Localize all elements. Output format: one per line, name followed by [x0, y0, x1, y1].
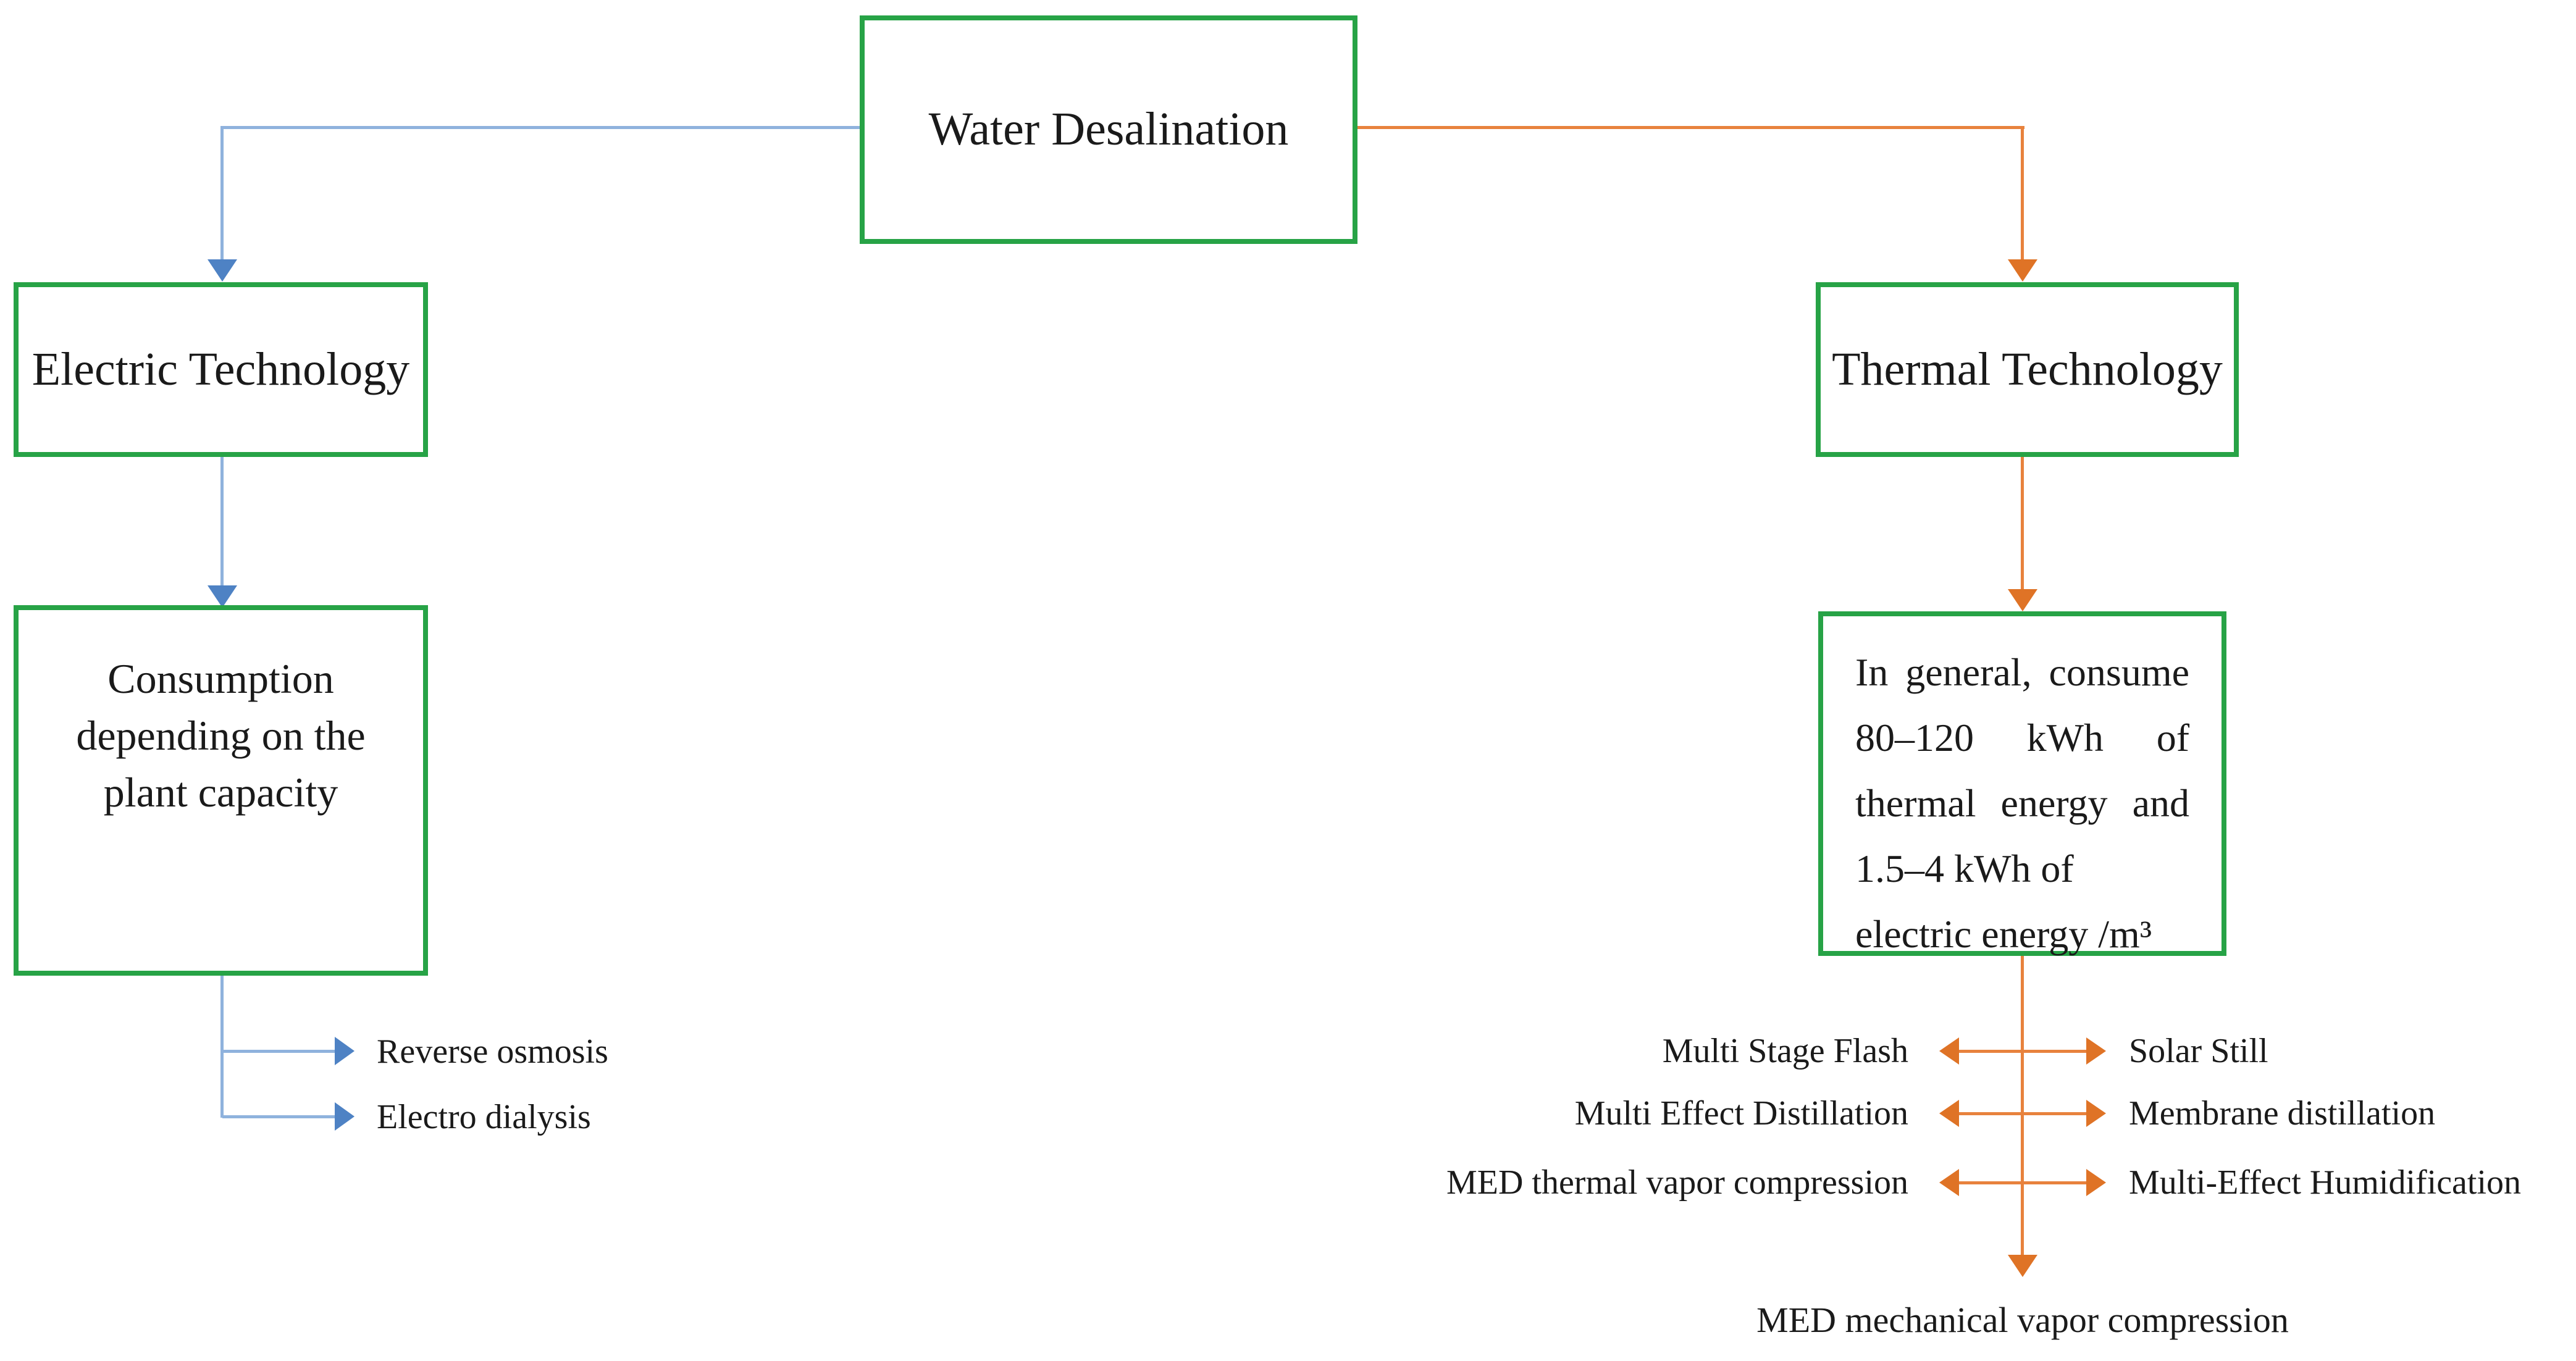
- orange-trunk-below-consumption: [2021, 954, 2024, 1255]
- consumption-label-wrap: Consumption depending on the plant capac…: [19, 610, 423, 971]
- blue-right-arrowhead-electro-dialysis: [335, 1102, 355, 1131]
- blue-stub-electro-dialysis: [222, 1115, 335, 1118]
- leaf-membrane-distillation: Membrane distillation: [2129, 1094, 2436, 1133]
- water-desalination-label: Water Desalination: [928, 103, 1289, 156]
- thermal-consumption-line: thermal energy and: [1855, 781, 2189, 825]
- thermal-consumption-line: 80–120 kWh of: [1855, 716, 2189, 760]
- blue-down-arrowhead-consumption: [208, 585, 237, 608]
- orange-down-arrowhead-thermal: [2008, 259, 2037, 282]
- leaf-electro-dialysis: Electro dialysis: [377, 1098, 591, 1136]
- orange-right-arrowhead-row1: [2086, 1037, 2106, 1065]
- orange-right-arrowhead-row3: [2086, 1169, 2106, 1196]
- leaf-multi-effect-distillation: Multi Effect Distillation: [1574, 1094, 1908, 1133]
- water-desalination-box: Water Desalination: [860, 15, 1357, 244]
- orange-crossbar-row3: [1959, 1181, 2086, 1184]
- leaf-med-thermal-vapor-compression: MED thermal vapor compression: [1446, 1163, 1908, 1202]
- consumption-box: Consumption depending on the plant capac…: [14, 605, 428, 976]
- orange-right-arrowhead-row2: [2086, 1100, 2106, 1127]
- thermal-consumption-line: 1.5–4 kWh of: [1855, 847, 2074, 890]
- thermal-consumption-box: In general, consume 80–120 kWh of therma…: [1818, 611, 2226, 956]
- blue-down-arrowhead-electric: [208, 259, 237, 282]
- thermal-technology-label: Thermal Technology: [1832, 343, 2223, 395]
- thermal-consumption-line: In general, consume: [1855, 650, 2189, 694]
- blue-connector-horizontal: [222, 126, 860, 129]
- leaf-solar-still: Solar Still: [2129, 1032, 2268, 1070]
- thermal-consumption-paragraph: In general, consume 80–120 kWh of therma…: [1823, 616, 2221, 956]
- blue-connector-electric-to-consumption: [220, 455, 224, 585]
- orange-left-arrowhead-row1: [1939, 1037, 1959, 1065]
- thermal-consumption-line: electric energy /m³: [1855, 912, 2152, 956]
- orange-crossbar-row1: [1959, 1050, 2086, 1053]
- orange-crossbar-row2: [1959, 1112, 2086, 1115]
- leaf-multi-stage-flash: Multi Stage Flash: [1662, 1032, 1908, 1070]
- consumption-label: Consumption depending on the plant capac…: [76, 655, 366, 816]
- orange-left-arrowhead-row3: [1939, 1169, 1959, 1196]
- electric-technology-box: Electric Technology: [14, 282, 428, 457]
- thermal-technology-box: Thermal Technology: [1816, 282, 2239, 457]
- leaf-med-mechanical-vapor-compression: MED mechanical vapor compression: [1756, 1300, 2289, 1340]
- orange-left-arrowhead-row2: [1939, 1100, 1959, 1127]
- blue-connector-vertical-to-electric: [220, 126, 224, 259]
- electric-technology-label: Electric Technology: [31, 343, 410, 395]
- orange-connector-horizontal: [1357, 126, 2024, 129]
- orange-down-arrowhead-bottom: [2008, 1255, 2037, 1277]
- leaf-reverse-osmosis: Reverse osmosis: [377, 1032, 608, 1071]
- blue-stub-reverse-osmosis: [222, 1050, 335, 1053]
- blue-right-arrowhead-reverse-osmosis: [335, 1037, 355, 1065]
- orange-down-arrowhead-thermal-consumption: [2008, 589, 2037, 611]
- orange-connector-thermal-to-consumption: [2021, 455, 2024, 589]
- leaf-multi-effect-humidification: Multi-Effect Humidification: [2129, 1163, 2522, 1202]
- blue-trunk-below-consumption: [220, 974, 224, 1118]
- orange-connector-vertical-to-thermal: [2021, 126, 2024, 259]
